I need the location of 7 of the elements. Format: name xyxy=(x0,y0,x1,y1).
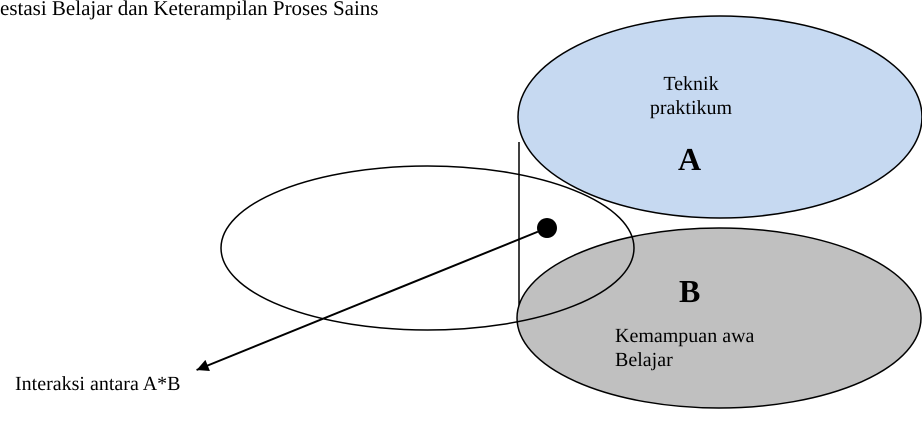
ellipse-label: Teknik praktikum xyxy=(648,72,734,120)
ellipse-label: Kemampuan awa Belajar xyxy=(615,324,756,372)
callout-text: Interaksi antara A*B xyxy=(15,372,180,396)
letter-label: A xyxy=(678,140,702,178)
title: estasi Belajar dan Keterampilan Proses Sains xyxy=(0,0,378,22)
letter-label: B xyxy=(679,272,700,310)
arrow xyxy=(196,230,538,372)
